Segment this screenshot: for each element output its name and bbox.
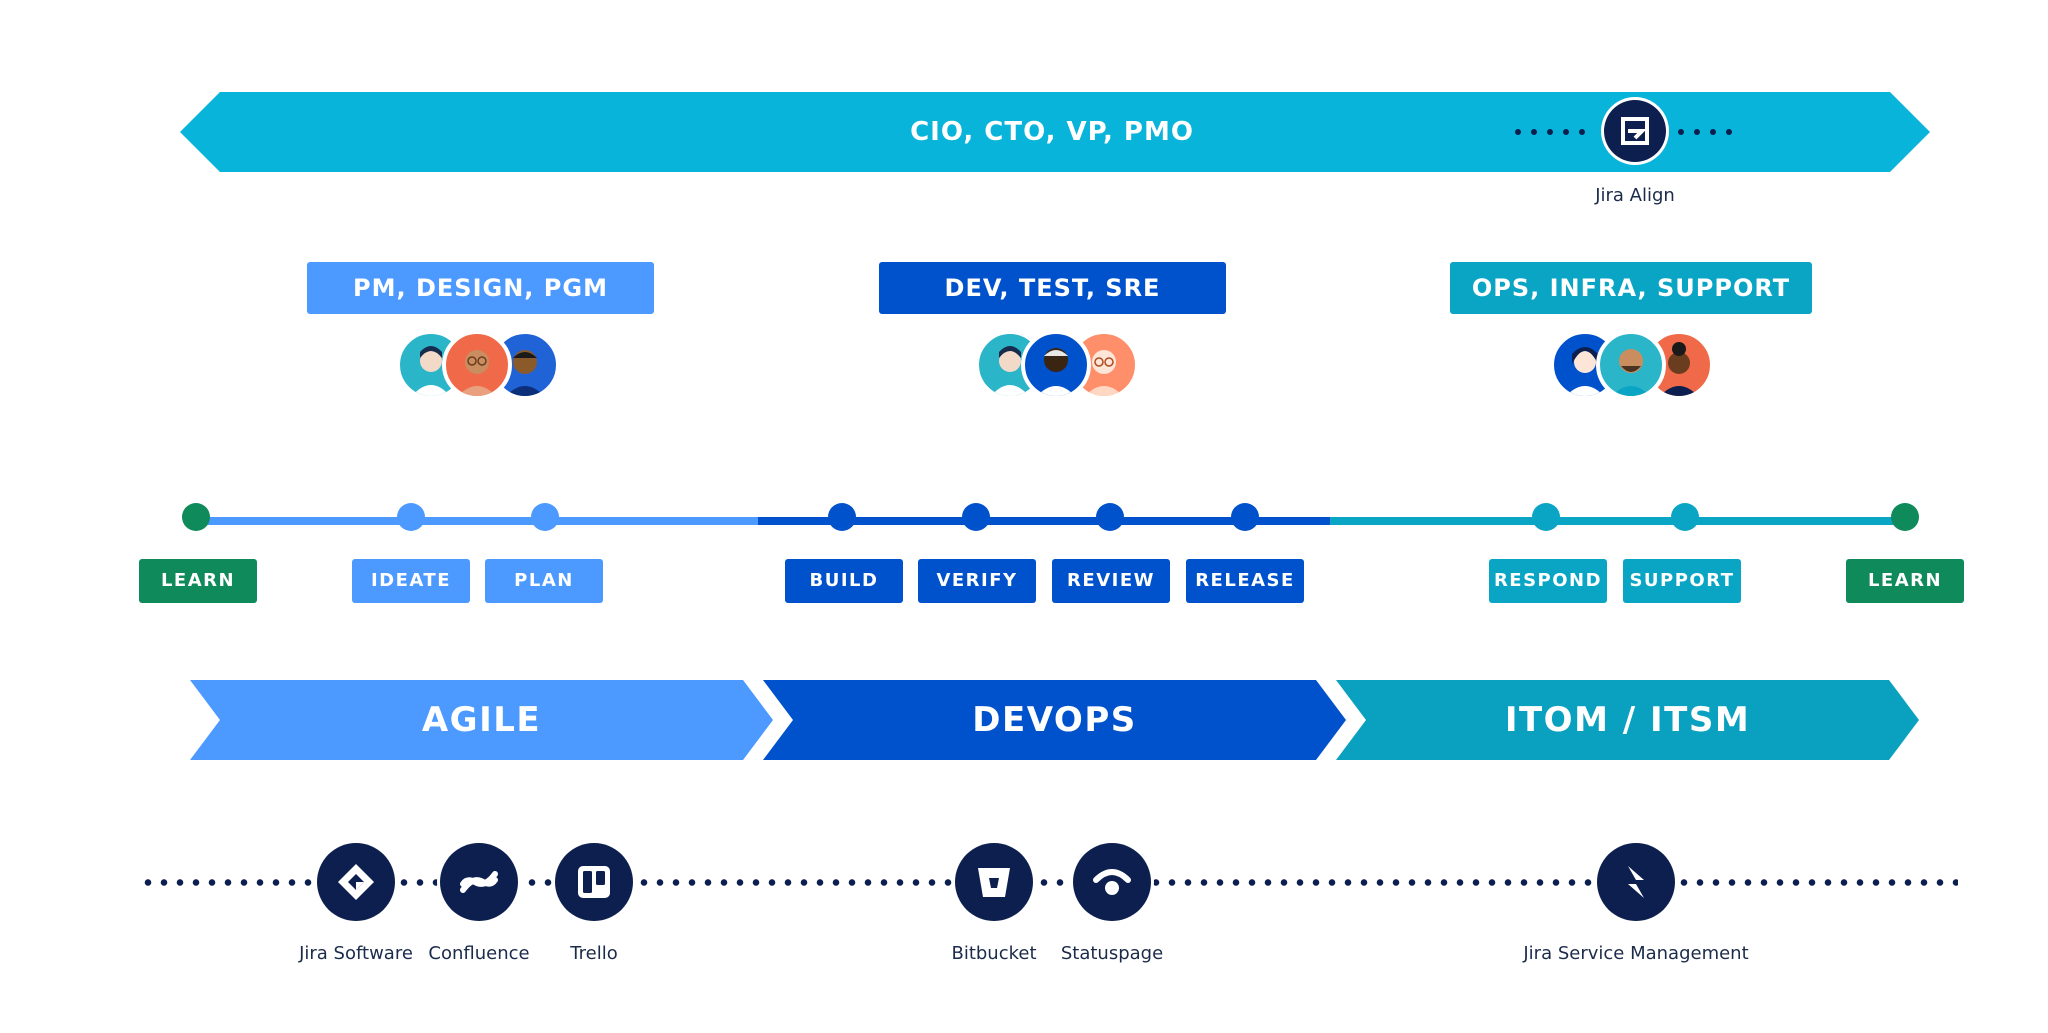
phase-itom-itsm: ITOM / ITSM: [1336, 680, 1919, 760]
executive-banner-label: CIO, CTO, VP, PMO: [910, 117, 1194, 147]
avatar-group-itsm: [1550, 330, 1720, 406]
jira-service-management-icon: [1597, 843, 1675, 921]
product-label-trello: Trello: [570, 943, 618, 964]
timeline-node-review: [1096, 503, 1124, 531]
product-label-statuspage: Statuspage: [1060, 943, 1164, 964]
avatar: [442, 330, 512, 400]
jira-align-icon: [1604, 100, 1666, 162]
avatar-group-devops: [975, 330, 1145, 406]
timeline-agile-segment: [196, 517, 758, 525]
timeline-node-support: [1671, 503, 1699, 531]
stage-learn-start: LEARN: [139, 559, 257, 603]
product-label-confluence: Confluence: [428, 943, 530, 964]
product-label-bitbucket: Bitbucket: [951, 943, 1037, 964]
avatar: [1021, 330, 1091, 400]
avatar: [1596, 330, 1666, 400]
products-dotted-line: [140, 879, 1958, 886]
stage-plan: PLAN: [485, 559, 603, 603]
stage-ideate: IDEATE: [352, 559, 470, 603]
product-label-jira-software: Jira Software: [299, 943, 413, 964]
stage-review: REVIEW: [1052, 559, 1170, 603]
timeline-node-ideate: [397, 503, 425, 531]
stage-respond: RESPOND: [1489, 559, 1607, 603]
avatar-group-agile: [396, 330, 566, 406]
phase-devops-label: DEVOPS: [972, 700, 1137, 740]
phase-agile: AGILE: [190, 680, 773, 760]
banner-dots-left: [1515, 129, 1585, 135]
timeline-node-verify: [962, 503, 990, 531]
phase-agile-label: AGILE: [421, 700, 542, 740]
team-pm-design-pgm: PM, DESIGN, PGM: [307, 262, 654, 314]
confluence-icon: [440, 843, 518, 921]
trello-icon: [555, 843, 633, 921]
stage-build: BUILD: [785, 559, 903, 603]
timeline-node-respond: [1532, 503, 1560, 531]
jira-software-icon: [317, 843, 395, 921]
timeline-node-learn-end: [1891, 503, 1919, 531]
timeline-node-release: [1231, 503, 1259, 531]
bitbucket-icon: [955, 843, 1033, 921]
stage-learn-end: LEARN: [1846, 559, 1964, 603]
timeline-node-learn-start: [182, 503, 210, 531]
stage-support: SUPPORT: [1623, 559, 1741, 603]
team-dev-test-sre: DEV, TEST, SRE: [879, 262, 1226, 314]
timeline-node-build: [828, 503, 856, 531]
timeline-devops-segment: [758, 517, 1330, 525]
product-label-jira-service-management: Jira Service Management: [1523, 943, 1749, 964]
timeline-node-plan: [531, 503, 559, 531]
team-ops-infra-support: OPS, INFRA, SUPPORT: [1450, 262, 1812, 314]
statuspage-icon: [1073, 843, 1151, 921]
timeline-itsm-segment: [1330, 517, 1900, 525]
phase-devops: DEVOPS: [763, 680, 1346, 760]
jira-align-label: Jira Align: [1595, 185, 1675, 206]
banner-dots-right: [1678, 129, 1732, 135]
stage-release: RELEASE: [1186, 559, 1304, 603]
stage-verify: VERIFY: [918, 559, 1036, 603]
phase-itsm-label: ITOM / ITSM: [1504, 700, 1751, 740]
